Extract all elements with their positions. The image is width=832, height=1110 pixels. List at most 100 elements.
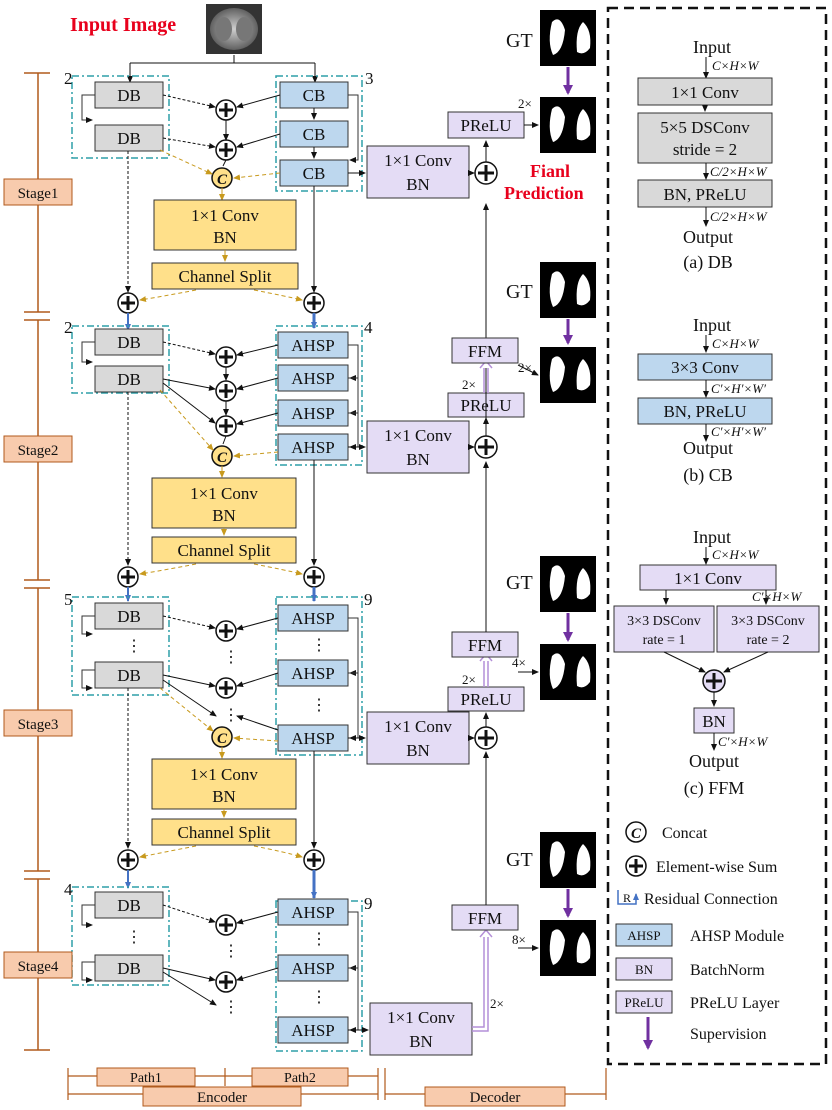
- path1-label: Path1: [130, 1071, 162, 1086]
- s1-cb-3: [279, 159, 349, 187]
- gt-image-1: [540, 10, 596, 66]
- s1-dec-conv-label: 1×1 Conv: [384, 151, 452, 170]
- stage1-label: Stage1: [18, 186, 59, 202]
- s3-concat-label: C: [217, 731, 228, 747]
- legend-prelu: PReLU Layer: [690, 995, 780, 1012]
- ffm-panel-ds2-line1: 3×3 DSConv: [731, 614, 805, 629]
- s2-ahsp-2-label: AHSP: [291, 369, 334, 388]
- s3-prelu-scale: 2×: [462, 672, 476, 687]
- s2-db-1: [94, 328, 164, 356]
- db-panel-out-dims: C/2×H×W: [710, 209, 768, 224]
- db-panel-bn-prelu: [637, 179, 773, 208]
- s2-channel-split: [151, 536, 297, 564]
- ffm-panel-dsconv-1: [613, 605, 715, 653]
- cb-panel-in-dims: C×H×W: [712, 336, 760, 351]
- s3-sum-ellipsis-2: ⋮: [223, 707, 239, 724]
- s3-db-1: [94, 602, 164, 630]
- ffm-panel-ds2-line2: rate = 2: [747, 633, 790, 648]
- s3-bn-label: BN: [212, 787, 236, 806]
- legend-prelu-symbol: PReLU: [625, 995, 665, 1010]
- stage3-label: Stage3: [18, 717, 59, 733]
- final-prediction-line2: Prediction: [504, 183, 584, 203]
- s3-dec-bn-label: BN: [406, 741, 430, 760]
- legend-prelu-icon: [615, 990, 673, 1014]
- s2-bn-label: BN: [212, 506, 236, 525]
- s1-cb-3-label: CB: [303, 164, 326, 183]
- input-image-label: Input Image: [70, 14, 176, 36]
- s3-split-label: Channel Split: [177, 823, 270, 842]
- ffm-panel-input: Input: [693, 527, 731, 547]
- path2-label-box: [251, 1067, 349, 1087]
- legend-concat: Concat: [662, 825, 708, 842]
- s3-db-2-label: DB: [117, 666, 141, 685]
- stage2-label: Stage2: [18, 443, 59, 459]
- db-panel-dsconv: [637, 112, 773, 164]
- cb-panel-bn-prelu-label: BN, PReLU: [663, 402, 746, 421]
- s1-cb-1-label: CB: [303, 86, 326, 105]
- s4-path1-count: 4: [64, 880, 73, 899]
- s4-ffm: [451, 904, 519, 931]
- cb-panel-output: Output: [683, 438, 733, 458]
- legend-concat-icon: [625, 821, 647, 843]
- s1-prelu: [447, 111, 525, 139]
- s3-ffm-label: FFM: [468, 636, 502, 655]
- s4-ahsp-3: [277, 1016, 349, 1044]
- s3-ahsp-3-label: AHSP: [291, 729, 334, 748]
- gt-label-2: GT: [506, 281, 533, 303]
- s4-ahsp-2: [277, 954, 349, 982]
- stage3-label-box: [3, 709, 73, 737]
- s3-path2-count: 9: [364, 590, 373, 609]
- s2-db-2-label: DB: [117, 370, 141, 389]
- s4-db-2-label: DB: [117, 959, 141, 978]
- s3-dec-conv-label: 1×1 Conv: [384, 717, 452, 736]
- path1-label-box: [96, 1067, 196, 1087]
- db-panel-bn-prelu-label: BN, PReLU: [663, 185, 746, 204]
- encoder-label-box: [142, 1086, 302, 1107]
- s2-split-label: Channel Split: [177, 541, 270, 560]
- s1-bn-label: BN: [213, 228, 237, 247]
- db-panel-conv-label: 1×1 Conv: [671, 83, 739, 102]
- s1-dec-bn-label: BN: [406, 175, 430, 194]
- s3-channel-split: [151, 818, 297, 846]
- legend-sum: Element-wise Sum: [656, 859, 778, 876]
- prediction-image-2: [540, 347, 596, 403]
- s4-ahsp-ellipsis-2: ⋮: [311, 989, 327, 1006]
- prediction-image-4: [540, 920, 596, 976]
- gt-image-3: [540, 556, 596, 612]
- cb-panel-out-dims: C′×H′×W′: [711, 424, 766, 439]
- s3-sum-ellipsis: ⋮: [223, 649, 239, 666]
- legend-residual-icon: [617, 890, 639, 905]
- prediction-image-1: [540, 97, 596, 153]
- stage4-label-box: [3, 951, 73, 979]
- s2-dec-conv-label: 1×1 Conv: [384, 426, 452, 445]
- s1-scale: 2×: [518, 96, 532, 111]
- s4-ahsp-1: [277, 898, 349, 926]
- s1-path1-count: 2: [64, 69, 73, 88]
- s4-path2-count: 9: [364, 894, 373, 913]
- db-panel-output: Output: [683, 227, 733, 247]
- gt-image-2: [540, 262, 596, 318]
- s1-path2-count: 3: [365, 69, 374, 88]
- gt-label-4: GT: [506, 849, 533, 871]
- s3-db-ellipsis: ⋮: [126, 638, 142, 655]
- ffm-panel-caption: (c) FFM: [684, 778, 745, 799]
- legend-concat-symbol: C: [631, 826, 642, 842]
- s4-ahsp-ellipsis: ⋮: [311, 931, 327, 948]
- s4-sum-ellipsis: ⋮: [223, 943, 239, 960]
- s1-conv-bn: [153, 199, 297, 251]
- gt-label-3: GT: [506, 572, 533, 594]
- s4-ahsp-3-label: AHSP: [291, 1021, 334, 1040]
- s3-ahsp-ellipsis-2: ⋮: [311, 697, 327, 714]
- s3-conv-label: 1×1 Conv: [190, 765, 258, 784]
- db-panel-in-dims: C×H×W: [712, 58, 760, 73]
- s1-conv-label: 1×1 Conv: [191, 206, 259, 225]
- s4-scale: 8×: [512, 932, 526, 947]
- s3-ahsp-1-label: AHSP: [291, 609, 334, 628]
- cb-panel-conv: [637, 353, 773, 381]
- stage2-label-box: [3, 435, 73, 463]
- encoder-label: Encoder: [197, 1090, 247, 1106]
- input-ct-image: [206, 4, 262, 54]
- s3-db-1-label: DB: [117, 607, 141, 626]
- s3-ahsp-1: [277, 604, 349, 632]
- s3-ahsp-ellipsis: ⋮: [311, 637, 327, 654]
